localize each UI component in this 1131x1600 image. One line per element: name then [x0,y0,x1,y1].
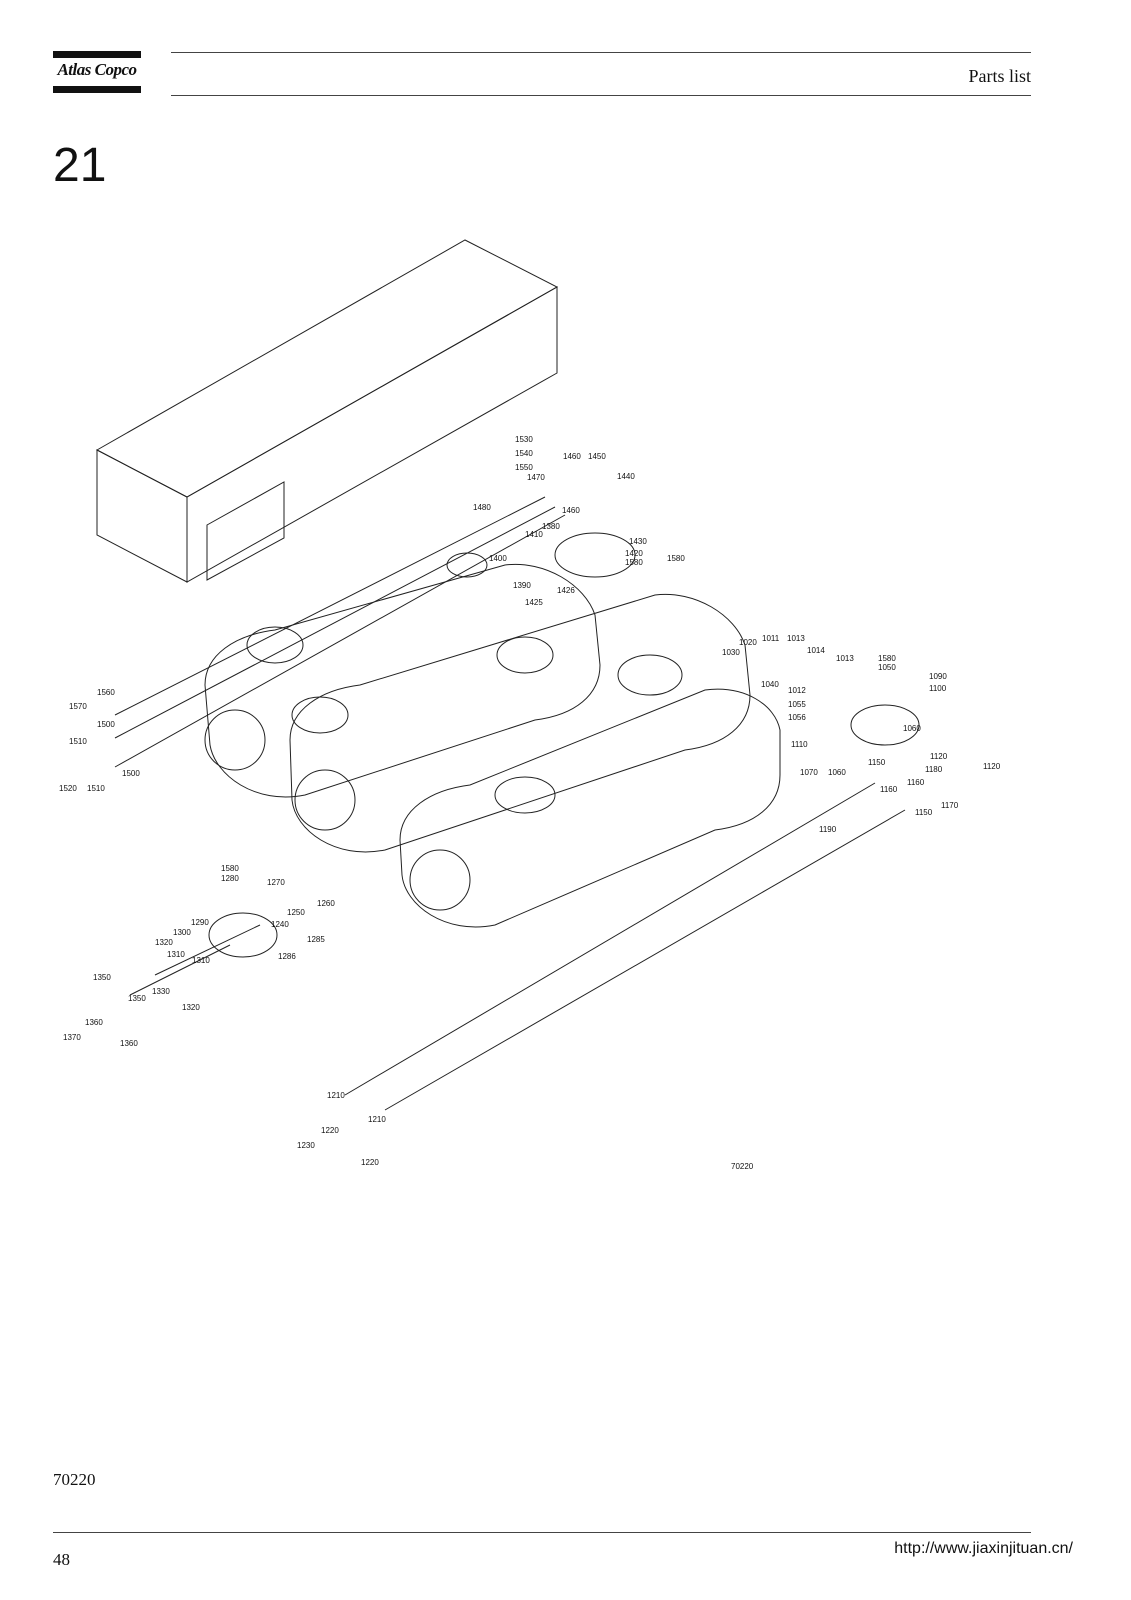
callout: 1370 [63,1033,81,1042]
logo-bar-top [53,51,141,58]
callout: 1580 [878,654,896,663]
callout: 1580 [221,864,239,873]
callout: 1350 [93,973,111,982]
enclosure-top-face [95,239,559,498]
callout: 1460 [563,452,581,461]
callout: 1440 [617,472,635,481]
callout: 1160 [880,785,898,794]
callout: 1410 [525,530,543,539]
callout: 1500 [122,769,140,778]
callout: 1250 [287,908,305,917]
callout: 1310 [167,950,185,959]
callout: 1270 [267,878,285,887]
callout: 1280 [221,874,239,883]
callout: 1300 [173,928,191,937]
enclosure-side-face [186,286,558,583]
enclosure-panel [206,481,285,581]
callout: 1480 [473,503,491,512]
callout: 1350 [128,994,146,1003]
callout: 1550 [515,463,533,472]
callout: 1160 [907,778,925,787]
callout: 1310 [192,956,210,965]
callout: 1090 [929,672,947,681]
callout: 1510 [87,784,105,793]
callout: 1220 [361,1158,379,1167]
callout: 1520 [59,784,77,793]
callout: 1210 [368,1115,386,1124]
callout: 1150 [868,758,886,767]
callout: 1190 [819,825,837,834]
callout: 1120 [930,752,948,761]
drawing-reference: 70220 [731,1162,754,1171]
callout: 1320 [182,1003,200,1012]
callout: 1400 [489,554,507,563]
callout: 1013 [836,654,854,663]
callout: 1030 [722,648,740,657]
logo-bar-bottom [53,86,141,93]
figure-reference: 70220 [53,1470,96,1489]
callout: 1070 [800,768,818,777]
callout: 1470 [527,473,545,482]
callout: 1220 [321,1126,339,1135]
callout: 1420 [625,549,643,558]
header-rule-bottom [171,95,1031,96]
footer-rule [53,1532,1031,1533]
enclosure-front-face [96,449,188,583]
callout: 1426 [557,586,575,595]
callout: 1180 [925,765,943,774]
exploded-parts-drawing: 1530 1540 1550 1460 1450 1470 1440 1480 … [59,239,1001,1171]
callout: 1210 [327,1091,345,1100]
callout: 1230 [297,1141,315,1150]
callout: 1450 [588,452,606,461]
callout: 1360 [85,1018,103,1027]
callout: 1120 [983,762,1001,771]
callout: 1580 [625,558,643,567]
callout: 1100 [929,684,947,693]
callout: 1060 [828,768,846,777]
callout: 1055 [788,700,806,709]
callout: 1560 [97,688,115,697]
callout: 1425 [525,598,543,607]
callout: 1430 [629,537,647,546]
callout: 1285 [307,935,325,944]
callout: 1290 [191,918,209,927]
callout: 1150 [915,808,933,817]
part-callouts: 1530 1540 1550 1460 1450 1470 1440 1480 … [59,435,1001,1171]
callout: 1014 [807,646,825,655]
document-title: Parts list [968,66,1031,86]
callout: 1530 [515,435,533,444]
callout: 1380 [542,522,560,531]
callout: 1580 [667,554,685,563]
source-url: http://www.jiaxinjituan.cn/ [894,1540,1073,1557]
callout: 1170 [941,801,959,810]
callout: 1330 [152,987,170,996]
atlas-copco-logo: Atlas Copco [53,51,141,93]
callout: 1056 [788,713,806,722]
callout: 1013 [787,634,805,643]
callout: 1240 [271,920,289,929]
callout: 1570 [69,702,87,711]
page-number: 48 [53,1550,70,1569]
logo-text: Atlas Copco [57,60,137,79]
callout: 1390 [513,581,531,590]
vessel-group [204,552,781,928]
callout: 1500 [97,720,115,729]
callout: 1110 [791,740,808,749]
callout: 1040 [761,680,779,689]
callout: 1540 [515,449,533,458]
header-rule-top [171,52,1031,53]
callout: 1510 [69,737,87,746]
section-number: 21 [53,139,107,192]
callout: 1012 [788,686,806,695]
callout: 1360 [120,1039,138,1048]
callout: 1060 [903,724,921,733]
callout: 1460 [562,506,580,515]
callout: 1050 [878,663,896,672]
callout: 1320 [155,938,173,947]
callout: 1286 [278,952,296,961]
callout: 1260 [317,899,335,908]
callout: 1020 [739,638,757,647]
callout: 1011 [762,634,780,643]
